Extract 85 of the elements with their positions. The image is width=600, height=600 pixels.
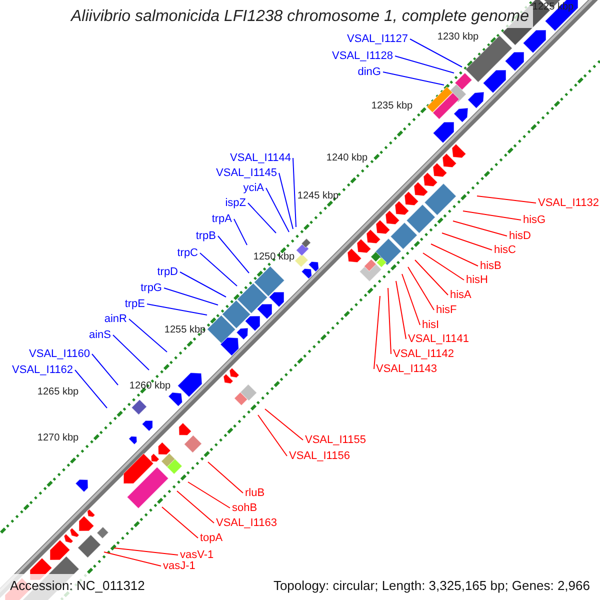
gene-label: VSAL_I1162 — [12, 364, 73, 377]
gene-label: hisF — [436, 304, 457, 317]
gene-label: trpG — [140, 282, 162, 295]
gene-label: ispZ — [225, 197, 246, 210]
scale-label: 1235 kbp — [371, 100, 413, 112]
gene-label: yciA — [243, 182, 264, 195]
scale-label: 1250 kbp — [253, 252, 295, 262]
leader-line — [112, 334, 150, 370]
gene-label: sohB — [232, 502, 258, 515]
leader-line — [234, 218, 248, 246]
gene-label: VSAL_I1132 — [538, 197, 599, 210]
gene-label: hisB — [480, 260, 502, 273]
gene-label: VSAL_I1142 — [393, 348, 454, 361]
leader-line — [248, 202, 276, 234]
leader-line — [430, 244, 478, 266]
gene-label: VSAL_I1143 — [376, 363, 437, 376]
leader-line — [128, 318, 168, 352]
title: Aliivibrio salmonicida LFI1238 chromosome 1, complete genome — [67, 6, 533, 28]
genome-summary-text: Topology: circular; Length: 3,325,165 bp; Genes: 2,966 — [273, 578, 590, 594]
scale-label: 1265 kbp — [37, 386, 79, 398]
leader-line — [264, 408, 304, 440]
gene-label: ainR — [104, 313, 127, 326]
leader-line — [408, 266, 434, 310]
leader-line — [146, 304, 208, 316]
leader-line — [414, 260, 448, 296]
leader-line — [476, 196, 536, 204]
leader-line — [396, 280, 406, 340]
leader-line — [92, 354, 118, 386]
leader-line — [208, 462, 244, 494]
gene-label: VSAL_I1160 — [29, 348, 90, 361]
gene-label: rluB — [245, 487, 265, 500]
leader-line — [462, 210, 522, 220]
leader-line — [266, 188, 290, 232]
leader-line — [374, 296, 380, 370]
leader-line — [422, 252, 464, 280]
gene-label: topA — [200, 532, 223, 545]
scale-label: 1255 kbp — [164, 324, 206, 336]
leader-line — [452, 220, 508, 236]
accession-text: Accession: NC_011312 — [10, 578, 145, 594]
gene-label: VSAL_I1127 — [347, 33, 408, 46]
scale-label: 1245 kbp — [297, 190, 339, 202]
gene-label: trpE — [124, 298, 145, 311]
gene-label: VSAL_I1128 — [332, 50, 393, 63]
leader-line — [188, 482, 230, 508]
gene-label: hisC — [494, 244, 516, 257]
gene-label: VSAL_I1155 — [305, 434, 366, 447]
gene-label: hisH — [466, 274, 488, 287]
leader-line — [442, 232, 492, 250]
gene-label: hisI — [422, 319, 440, 332]
leader-line — [410, 38, 462, 68]
leader-line — [394, 56, 454, 74]
gene-label: hisG — [523, 214, 546, 227]
leader-line — [200, 252, 238, 286]
leader-line — [402, 274, 420, 326]
leader-line — [388, 288, 392, 354]
gene-label: VSAL_I1156 — [289, 450, 350, 463]
leader-line — [292, 158, 296, 228]
leader-line — [104, 552, 162, 566]
leader-line — [258, 414, 288, 456]
gene-label: vasJ-1 — [163, 560, 196, 573]
leader-line — [382, 72, 444, 86]
scale-label: 1230 kbp — [437, 32, 479, 42]
gene-label: trpB — [196, 230, 216, 243]
gene-label: ainS — [88, 329, 111, 342]
leader-line — [164, 288, 218, 306]
gene-label: VSAL_I1141 — [408, 333, 469, 346]
leader-line — [218, 236, 250, 274]
gene-label: hisA — [450, 289, 472, 302]
gene-label: vasV-1 — [180, 549, 214, 562]
leader-line — [162, 506, 198, 538]
leader-line — [180, 272, 226, 298]
gene-label: VSAL_I1163 — [216, 517, 277, 530]
gene-label: trpC — [177, 247, 198, 260]
gene-label: VSAL_I1145 — [216, 167, 277, 180]
gene-label: hisD — [509, 230, 532, 243]
gene-label: trpA — [212, 213, 232, 226]
leader-line — [114, 548, 178, 556]
leader-line — [278, 172, 294, 230]
scale-label: 1240 kbp — [326, 152, 368, 164]
leader-line — [74, 370, 108, 408]
gene-label: trpD — [157, 266, 178, 279]
scale-label: 1270 kbp — [37, 432, 79, 444]
leader-line — [176, 490, 214, 524]
gene-label: VSAL_I1144 — [230, 152, 291, 165]
gene-label: dinG — [358, 66, 381, 79]
